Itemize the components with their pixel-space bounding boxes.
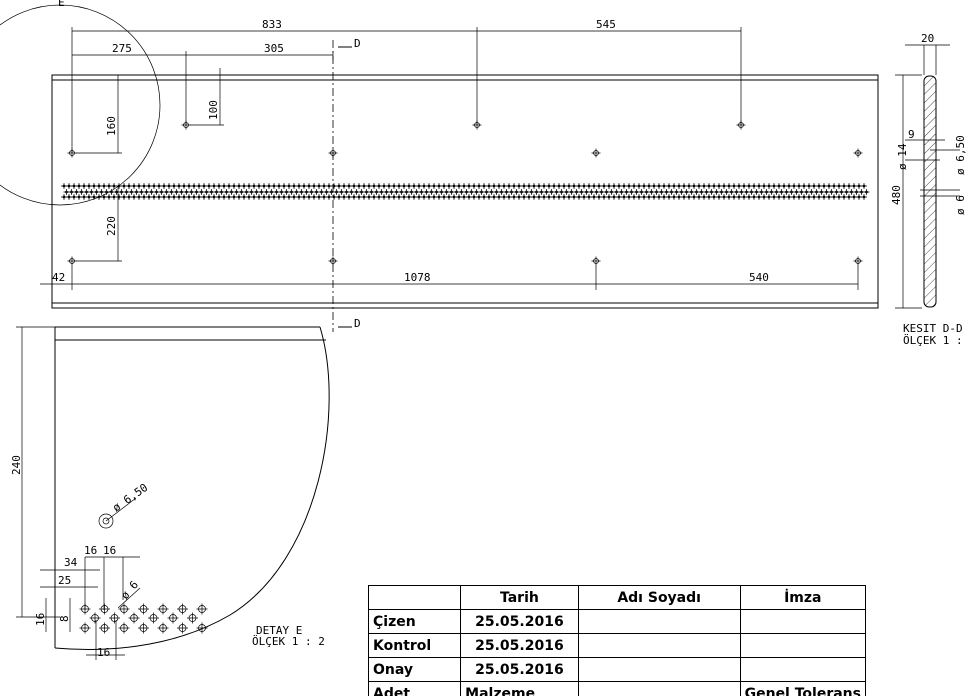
svg-text:480: 480 — [890, 185, 903, 205]
svg-text:ø 6,50: ø 6,50 — [110, 481, 150, 514]
svg-text:220: 220 — [105, 216, 118, 236]
svg-text:16: 16 — [84, 544, 97, 557]
svg-text:305: 305 — [264, 42, 284, 55]
svg-text:16: 16 — [34, 613, 47, 626]
header-name: Adı Soyadı — [577, 585, 741, 610]
svg-text:16: 16 — [103, 544, 116, 557]
svg-text:540: 540 — [749, 271, 769, 284]
svg-text:160: 160 — [105, 116, 118, 136]
detail-view-e: 240 ø 6,50 16 16 34 25 ø 6 16 8 16 DETAY… — [10, 326, 330, 660]
svg-text:8: 8 — [58, 615, 71, 622]
svg-text:ø 6: ø 6 — [954, 195, 967, 215]
section-title: KESIT D-D — [903, 322, 963, 335]
svg-text:ø 6: ø 6 — [118, 578, 141, 602]
svg-text:ø 6,50: ø 6,50 — [954, 135, 967, 175]
svg-text:275: 275 — [112, 42, 132, 55]
header-date: Tarih — [460, 585, 579, 610]
main-dimensions: 833 545 275 305 100 160 220 42 1078 540 — [40, 18, 859, 290]
section-marker-top: D — [354, 37, 361, 50]
header-signature: İmza — [739, 585, 866, 610]
svg-text:9: 9 — [908, 128, 915, 141]
svg-text:16: 16 — [97, 646, 110, 659]
main-plate-view: E D D — [0, 0, 879, 332]
svg-text:20: 20 — [921, 32, 934, 45]
svg-text:34: 34 — [64, 556, 78, 569]
svg-text:833: 833 — [262, 18, 282, 31]
section-view-d-d: 20 9 ø 14 ø 6,50 ø 6 480 KESIT D-D ÖLÇEK… — [890, 32, 968, 347]
detail-scale: ÖLÇEK 1 : 2 — [252, 635, 325, 648]
svg-text:ø 14: ø 14 — [896, 143, 909, 170]
svg-text:42: 42 — [52, 271, 65, 284]
svg-text:100: 100 — [207, 100, 220, 120]
svg-text:1078: 1078 — [404, 271, 431, 284]
detail-circle-e — [0, 4, 161, 206]
detail-title: DETAY E — [256, 624, 302, 637]
svg-text:545: 545 — [596, 18, 616, 31]
detail-marker: E — [58, 0, 65, 9]
svg-text:240: 240 — [10, 455, 23, 475]
svg-text:25: 25 — [58, 574, 71, 587]
section-scale: ÖLÇEK 1 : 5 — [903, 334, 968, 347]
section-marker-bottom: D — [354, 317, 361, 330]
